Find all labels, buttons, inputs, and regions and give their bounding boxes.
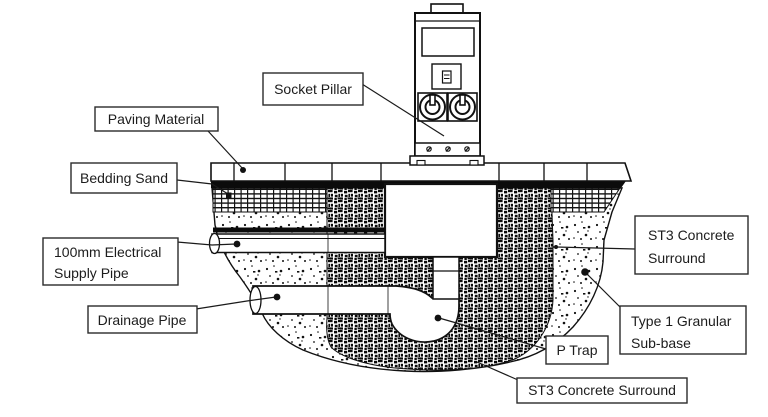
leader-p-trap: [438, 317, 547, 350]
drainage-pipe-and-p-trap: [249, 256, 460, 343]
pillar-base-plate: [409, 155, 485, 166]
label-text-line1: 100mm Electrical: [54, 244, 161, 260]
inspection-chamber: [383, 182, 499, 259]
label-st3-concrete-surround-right: ST3 Concrete Surround: [634, 215, 749, 275]
anchor-bolts: [426, 146, 470, 152]
label-text: Bedding Sand: [80, 170, 168, 186]
leader-socket-pillar: [361, 83, 445, 137]
label-text: P Trap: [557, 342, 598, 358]
label-text-line2: Surround: [648, 250, 706, 266]
label-st3-concrete-surround-bottom: ST3 Concrete Surround: [516, 377, 688, 404]
leader-paving-material: [207, 130, 244, 170]
label-electrical-supply-pipe: 100mm Electrical Supply Pipe: [42, 237, 179, 286]
leader-granular-subbase: [584, 271, 624, 311]
paving-blocks: [210, 162, 633, 182]
label-text: Paving Material: [108, 111, 205, 127]
label-drainage-pipe: Drainage Pipe: [87, 305, 198, 334]
pipe-end-cap: [208, 232, 221, 255]
pillar-display-window: [421, 27, 475, 57]
electrical-supply-pipe: [208, 227, 386, 255]
leader-st3-bottom: [476, 361, 519, 381]
leader-lines: [176, 83, 636, 381]
label-paving-material: Paving Material: [94, 106, 219, 132]
label-bedding-sand: Bedding Sand: [70, 162, 178, 194]
label-text-line1: Type 1 Granular: [631, 313, 732, 329]
label-text-line2: Supply Pipe: [54, 265, 129, 281]
label-text: Socket Pillar: [274, 81, 352, 97]
label-p-trap: P Trap: [545, 335, 609, 365]
label-text-line2: Sub-base: [631, 335, 691, 351]
p-trap-shape: [252, 285, 460, 343]
label-text-line1: ST3 Concrete: [648, 227, 735, 243]
leader-st3-right: [555, 246, 636, 250]
leader-bedding-sand: [176, 179, 229, 195]
socket-pillar-figure: [409, 3, 485, 166]
leader-electrical-pipe: [176, 241, 237, 246]
labels: Paving Material Socket Pillar Bedding Sa…: [42, 72, 749, 404]
label-socket-pillar: Socket Pillar: [262, 72, 364, 106]
label-type1-granular-subbase: Type 1 Granular Sub-base: [619, 305, 747, 355]
bedding-sand-layer-left: [212, 187, 328, 213]
socket-outlet-right: [447, 92, 478, 122]
label-text: ST3 Concrete Surround: [528, 382, 676, 398]
socket-outlet-left: [417, 92, 448, 122]
pillar-keypad: [441, 70, 452, 84]
label-text: Drainage Pipe: [98, 312, 187, 328]
leader-drainage-pipe: [195, 296, 277, 310]
chamber-outlet-pipe: [432, 256, 460, 300]
